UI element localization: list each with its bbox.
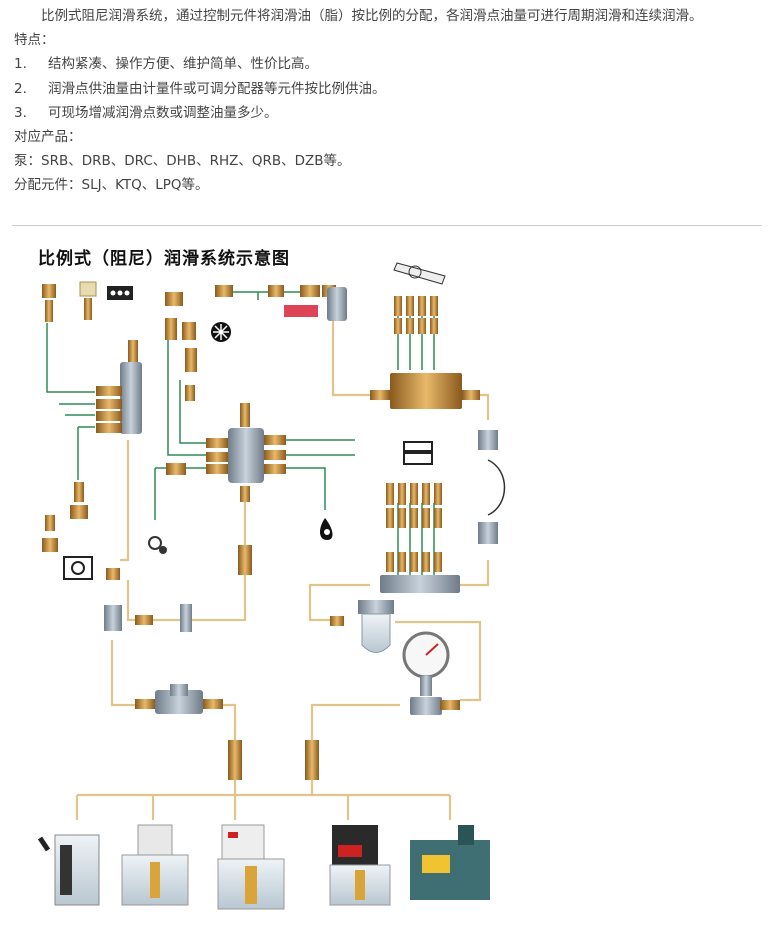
distributor-list: 分配元件：SLJ、KTQ、LPQ等。 — [14, 177, 209, 194]
feature-text: 可现场增减润滑点数或调整油量多少。 — [48, 104, 278, 121]
feature-item-2: 2. 润滑点供油量由计量件或可调分配器等元件按比例供油。 — [14, 77, 769, 101]
features-heading: 特点： — [14, 32, 55, 49]
pump-list: 泵：SRB、DRB、DRC、DHB、RHZ、QRB、DZB等。 — [14, 153, 351, 170]
pump-tank-unit — [410, 825, 490, 900]
products-heading: 对应产品： — [14, 129, 82, 146]
feature-text: 结构紧凑、操作方便、维护简单、性价比高。 — [48, 56, 318, 73]
distributor-block-left — [96, 340, 142, 434]
filter-and-gauge — [104, 568, 460, 780]
pump-manual — [37, 834, 100, 906]
intro-paragraph: 比例式阻尼润滑系统，通过控制元件将润滑油（脂）按比例的分配，各润滑点油量可进行周… — [41, 8, 703, 24]
feature-num: 3. — [14, 104, 27, 121]
pump-electric-2 — [217, 824, 285, 910]
feature-item-1: 1. 结构紧凑、操作方便、维护简单、性价比高。 — [14, 52, 769, 76]
pump-units — [37, 824, 490, 910]
pump-electric-3 — [329, 825, 391, 906]
diagram-title: 比例式（阻尼）润滑系统示意图 — [38, 249, 290, 269]
tan-pipes — [75, 310, 490, 820]
left-fittings — [42, 281, 133, 580]
section-divider — [12, 225, 762, 226]
lubrication-system-diagram — [37, 262, 506, 910]
feature-num: 2. — [14, 80, 27, 97]
middle-fittings — [165, 262, 446, 401]
hose-loop — [487, 459, 506, 516]
description-text: 比例式阻尼润滑系统，通过控制元件将润滑油（脂）按比例的分配，各润滑点油量可进行周… — [14, 4, 769, 198]
feature-item-3: 3. 可现场增减润滑点数或调整油量多少。 — [14, 101, 769, 125]
distributor-block-right — [380, 483, 460, 593]
green-pipes — [46, 291, 435, 575]
distributor-block-brass-top — [370, 296, 498, 544]
pump-electric-1 — [121, 824, 189, 906]
feature-text: 润滑点供油量由计量件或可调分配器等元件按比例供油。 — [48, 80, 386, 97]
feature-num: 1. — [14, 56, 27, 73]
distributor-block-center — [148, 403, 333, 575]
